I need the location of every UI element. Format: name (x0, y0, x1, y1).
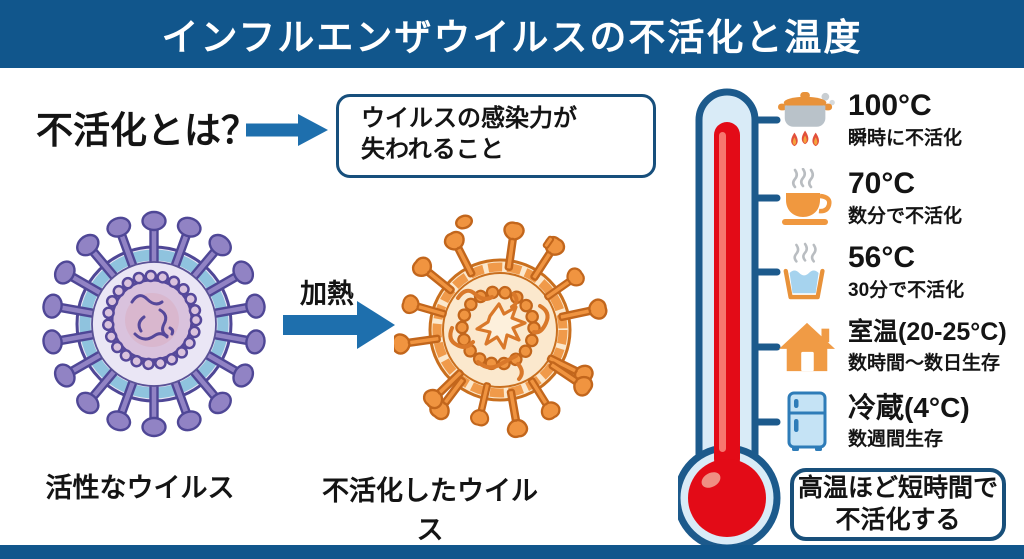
temperature-desc: 数週間生存 (848, 429, 944, 451)
conclusion-line1: 高温ほど短時間で (797, 474, 998, 503)
definition-answer-line2: 失われること (361, 136, 504, 164)
cooking-pot-icon (776, 89, 838, 151)
heating-label: 加熱 (300, 279, 354, 309)
refrigerator-icon (776, 391, 838, 453)
conclusion-line2: 不活化する (835, 505, 961, 534)
temperature-item: 70°C 数分で不活化 (776, 165, 962, 231)
active-virus-label: 活性なウイルス (45, 473, 235, 503)
thermometer-illustration (678, 88, 781, 552)
page-title: インフルエンザウイルスの不活化と温度 (161, 17, 863, 58)
mercury-column (714, 122, 740, 472)
temperature-value: 70°C (848, 166, 916, 200)
temperature-item: 室温(20-25°C) 数時間〜数日生存 (776, 314, 1007, 380)
inactivated-virus-label: 不活化したウイルス (322, 476, 538, 545)
active-virus-illustration (40, 210, 268, 438)
hot-water-icon (776, 241, 838, 303)
definition-answer-line1: ウイルスの感染力が (361, 105, 577, 132)
house-icon (776, 316, 838, 378)
heating-arrow-icon (283, 301, 395, 349)
temperature-desc: 30分で不活化 (848, 280, 965, 302)
temperature-value: 56°C (848, 240, 916, 274)
temperature-item: 冷蔵(4°C) 数週間生存 (776, 389, 970, 455)
right-arrow-icon (246, 114, 328, 146)
footer-bar (0, 545, 1024, 559)
temperature-value: 室温(20-25°C) (848, 318, 1007, 347)
definition-question: 不活化とは？ (36, 110, 258, 151)
temperature-desc: 数分で不活化 (848, 206, 963, 228)
temperature-item: 100°C 瞬時に不活化 (776, 87, 962, 153)
definition-box: ウイルスの感染力が 失われること (336, 94, 656, 178)
temperature-desc: 数時間〜数日生存 (848, 352, 1001, 374)
temperature-item: 56°C 30分で不活化 (776, 239, 964, 305)
coffee-cup-icon (776, 167, 838, 229)
conclusion-box: 高温ほど短時間で 不活化する (790, 468, 1006, 541)
inactivated-virus-illustration (394, 214, 609, 440)
title-bar: インフルエンザウイルスの不活化と温度 (0, 0, 1024, 68)
temperature-desc: 瞬時に不活化 (848, 128, 963, 150)
temperature-value: 100°C (848, 88, 932, 122)
temperature-value: 冷蔵(4°C) (848, 391, 970, 423)
